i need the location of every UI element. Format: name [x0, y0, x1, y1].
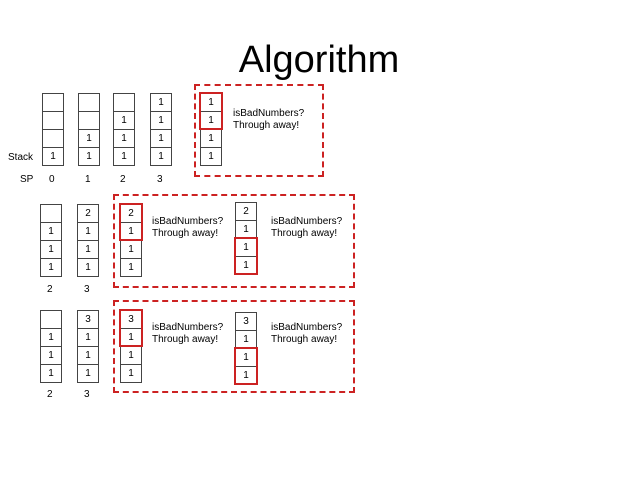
stack-cell: [41, 311, 61, 329]
note-line: isBadNumbers?: [271, 322, 343, 333]
stack-cell: [114, 94, 134, 112]
note-line: Through away!: [271, 228, 338, 239]
stack-cell: 1: [41, 347, 61, 365]
slide-title: Algorithm: [238, 39, 400, 81]
bad-number-highlight: [199, 92, 223, 130]
stack-cell: 1: [78, 259, 98, 277]
stack-cell: 1: [121, 347, 141, 365]
stack-cell: 1: [78, 347, 98, 365]
sp-value: 2: [47, 389, 53, 400]
stack-cell: 1: [151, 148, 171, 166]
stack-sp-2: 1 1 1: [113, 93, 135, 166]
sp-value: 0: [49, 174, 55, 185]
stack-cell: [79, 94, 99, 112]
sp-value: 3: [84, 389, 90, 400]
stack-cell: 1: [114, 112, 134, 130]
reject-note: isBadNumbers? Through away!: [271, 322, 342, 346]
rejected-case-box: [194, 84, 324, 177]
stack-cell: 1: [151, 94, 171, 112]
stack-cell: 1: [41, 329, 61, 347]
stack-cell: 3: [236, 313, 256, 331]
rejected-cases-box: [113, 300, 355, 393]
stack-cell: 1: [41, 241, 61, 259]
stack-cell: 1: [41, 223, 61, 241]
note-line: isBadNumbers?: [233, 108, 305, 119]
stack-cell: 1: [201, 148, 221, 166]
stack-cell: 1: [78, 241, 98, 259]
reject-note: isBadNumbers? Through away!: [152, 216, 223, 240]
stack-cell: 2: [78, 205, 98, 223]
note-line: Through away!: [233, 120, 300, 131]
bad-number-highlight: [234, 347, 258, 385]
stack-cell: 1: [151, 112, 171, 130]
note-line: Through away!: [152, 334, 219, 345]
bad-number-highlight: [119, 309, 143, 347]
stack-cell: 1: [236, 349, 256, 367]
stack-cell: 1: [41, 365, 61, 383]
stack-cell: 1: [41, 259, 61, 277]
bad-number-highlight: [119, 203, 143, 241]
note-line: Through away!: [271, 334, 338, 345]
stack-cell: 1: [114, 148, 134, 166]
stack-cell: 2: [236, 203, 256, 221]
note-line: isBadNumbers?: [152, 322, 224, 333]
stack-cell: 1: [151, 130, 171, 148]
stack-cell: 1: [78, 223, 98, 241]
stack-label: Stack: [8, 152, 34, 163]
stack-cell: 1: [78, 329, 98, 347]
reject-note: isBadNumbers? Through away!: [271, 216, 342, 240]
stack-cell: 1: [43, 148, 63, 166]
stack-cell: [43, 112, 63, 130]
stack-cell: 1: [121, 259, 141, 277]
stack-cell: 2: [121, 205, 141, 223]
stack-cell: 1: [201, 130, 221, 148]
reject-note: isBadNumbers? Through away!: [152, 322, 223, 346]
sp-value: 2: [120, 174, 126, 185]
stack-cell: 1: [114, 130, 134, 148]
stack-cell: 1: [79, 130, 99, 148]
sp-label: SP: [20, 174, 34, 185]
sp-value: 3: [84, 284, 90, 295]
stack-cell: 3: [121, 311, 141, 329]
sp-value: 3: [157, 174, 163, 185]
reject-note: isBadNumbers? Through away!: [233, 108, 304, 132]
stack-sp-0: 1: [42, 93, 64, 166]
stack-cell: 1: [121, 241, 141, 259]
stack-cell: [43, 130, 63, 148]
sp-value: 2: [47, 284, 53, 295]
stack-sp-3: 2 1 1 1: [77, 204, 99, 277]
stack-sp-3: 1 1 1 1: [150, 93, 172, 166]
stack-cell: 3: [78, 311, 98, 329]
stack-cell: 1: [236, 239, 256, 257]
bad-number-highlight: [234, 237, 258, 275]
stack-cell: 1: [78, 365, 98, 383]
stack-cell: 1: [121, 365, 141, 383]
sp-value: 1: [85, 174, 91, 185]
note-line: isBadNumbers?: [271, 216, 343, 227]
stack-sp-2: 1 1 1: [40, 310, 62, 383]
stack-cell: [43, 94, 63, 112]
rejected-cases-box: [113, 194, 355, 288]
note-line: Through away!: [152, 228, 219, 239]
stack-cell: [79, 112, 99, 130]
stack-sp-2: 1 1 1: [40, 204, 62, 277]
stack-cell: 1: [201, 94, 221, 112]
note-line: isBadNumbers?: [152, 216, 224, 227]
stack-cell: 1: [79, 148, 99, 166]
stack-sp-3: 3 1 1 1: [77, 310, 99, 383]
stack-cell: [41, 205, 61, 223]
stack-sp-1: 1 1: [78, 93, 100, 166]
